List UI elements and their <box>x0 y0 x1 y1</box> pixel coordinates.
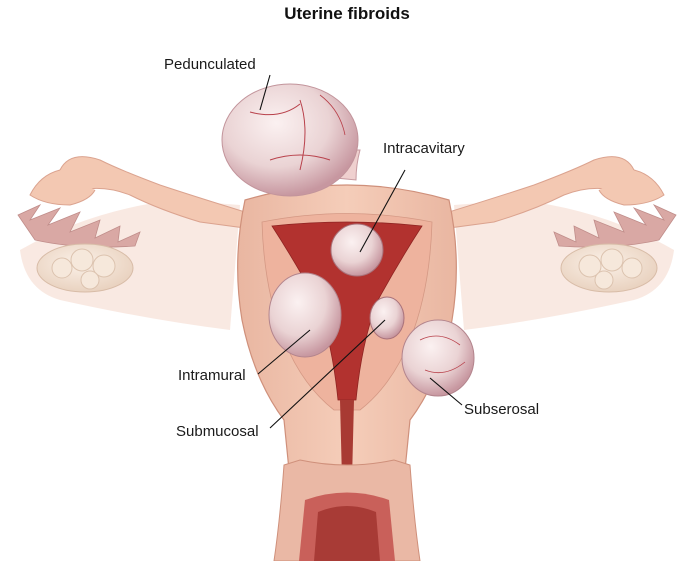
label-subserosal: Subserosal <box>464 401 540 418</box>
leader-intracavitary <box>359 169 406 253</box>
diagram-title: Uterine fibroids <box>284 4 410 23</box>
fallopian-tube-right <box>448 156 665 229</box>
fallopian-tube-left <box>29 156 246 229</box>
cervix <box>273 459 421 561</box>
fimbriae-right <box>553 204 677 248</box>
fibroid-subserosal <box>401 319 475 397</box>
ovary-right <box>560 243 658 293</box>
leader-subserosal <box>429 377 463 406</box>
fibroid-intracavitary <box>330 223 384 277</box>
fibroid-submucosal <box>369 296 405 340</box>
fibroid-intramural <box>268 272 342 358</box>
fibroid-pedunculated <box>221 83 361 197</box>
label-intramural: Intramural <box>178 367 246 384</box>
ovary-left <box>36 243 134 293</box>
leader-intramural <box>257 329 311 375</box>
fimbriae-left <box>17 204 141 248</box>
uterine-cavity <box>271 221 423 480</box>
leader-pedunculated <box>259 74 271 111</box>
label-submucosal: Submucosal <box>176 423 259 440</box>
label-intracavitary: Intracavitary <box>383 140 465 157</box>
label-pedunculated: Pedunculated <box>164 56 256 73</box>
leader-submucosal <box>269 319 386 429</box>
